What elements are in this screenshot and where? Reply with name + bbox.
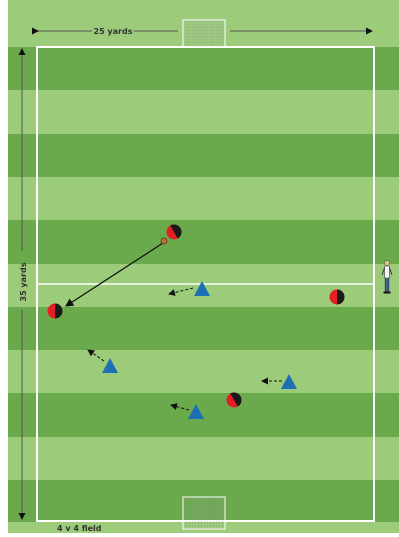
grass-stripe (8, 220, 399, 264)
grass-stripe (8, 177, 399, 220)
grass-stripes (8, 0, 399, 533)
red-player-icon (48, 304, 63, 319)
field-caption: 4 v 4 field (57, 524, 102, 533)
length-label: 35 yards (19, 262, 28, 301)
red-player-icon (330, 290, 345, 305)
grass-stripe (8, 134, 399, 177)
bottom-goal (183, 497, 225, 529)
grass-stripe (8, 90, 399, 134)
grass-stripe (8, 437, 399, 480)
grass-stripe (8, 47, 399, 90)
width-label: 25 yards (94, 27, 133, 36)
top-goal (183, 20, 225, 47)
grass-stripe (8, 393, 399, 437)
ball-icon (161, 238, 167, 244)
grass-stripe (8, 307, 399, 350)
grass-stripe (8, 350, 399, 393)
